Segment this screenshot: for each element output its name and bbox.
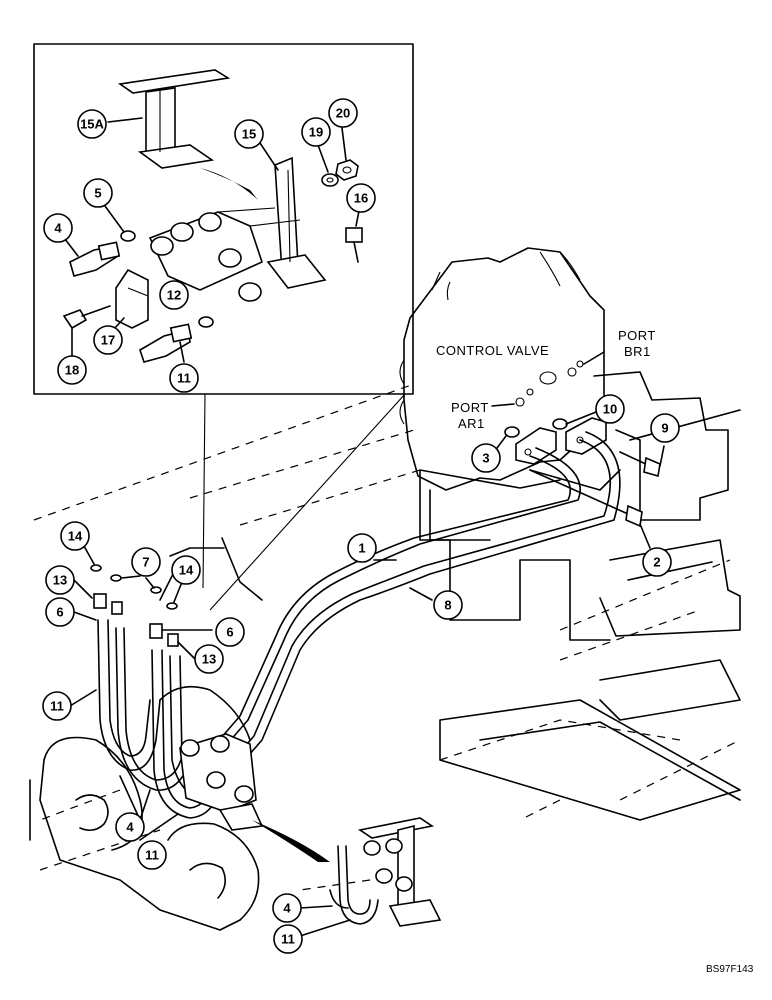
callout-4-inset: 4	[43, 213, 73, 243]
bolt-16-icon	[345, 205, 363, 263]
svg-text:6: 6	[56, 605, 63, 620]
svg-text:4: 4	[283, 901, 291, 916]
svg-text:16: 16	[354, 191, 368, 206]
bracket-15a	[107, 69, 231, 169]
svg-text:11: 11	[177, 371, 191, 386]
svg-text:9: 9	[661, 421, 668, 436]
svg-text:11: 11	[281, 932, 295, 947]
callout-8: 8	[433, 590, 463, 620]
callout-13-left: 13	[45, 565, 75, 595]
callout-11-left: 11	[42, 691, 72, 721]
svg-text:14: 14	[179, 563, 194, 578]
svg-text:18: 18	[65, 363, 79, 378]
nut-20-icon	[335, 127, 359, 181]
callout-17-inset: 17	[93, 325, 123, 355]
bolt-2-icon	[529, 469, 651, 549]
callout-15a: 15A	[77, 109, 107, 139]
callout-11-lower: 11	[137, 840, 167, 870]
svg-text:8: 8	[444, 598, 451, 613]
svg-text:19: 19	[309, 125, 323, 140]
port-br1-label-line1: PORT	[618, 328, 656, 343]
oring-12-icon	[198, 316, 214, 328]
tube-8	[227, 431, 621, 771]
inset-leader-left	[202, 393, 206, 589]
fitting-4-inset	[57, 229, 121, 277]
callout-7: 7	[131, 547, 161, 577]
callout-16-inset: 16	[346, 183, 376, 213]
svg-text:1: 1	[358, 541, 365, 556]
svg-text:4: 4	[54, 221, 62, 236]
svg-text:4: 4	[126, 820, 134, 835]
control-valve-label: CONTROL VALVE	[436, 343, 549, 358]
svg-text:11: 11	[145, 848, 159, 863]
svg-text:12: 12	[167, 288, 181, 303]
oring-10-icon	[552, 418, 568, 430]
svg-text:15A: 15A	[80, 117, 104, 132]
callout-5-inset: 5	[83, 178, 113, 208]
callout-6-left: 6	[45, 597, 75, 627]
drawing-code: BS97F143	[706, 964, 754, 975]
svg-text:5: 5	[94, 186, 101, 201]
arrow-15a-icon	[200, 168, 258, 200]
callout-18-inset: 18	[57, 355, 87, 385]
callout-9: 9	[650, 413, 680, 443]
machine-frame	[29, 247, 741, 931]
callout-11-inset: 11	[169, 363, 199, 393]
arrow-detail-icon	[252, 820, 330, 862]
svg-text:11: 11	[50, 699, 64, 714]
svg-text:20: 20	[336, 106, 350, 121]
callout-1: 1	[347, 533, 377, 563]
svg-text:14: 14	[68, 529, 83, 544]
callout-4-detail: 4	[272, 893, 302, 923]
port-ar1-label-line1: PORT	[451, 400, 489, 415]
port-br1-label-line2: BR1	[624, 344, 651, 359]
svg-text:15: 15	[242, 127, 256, 142]
svg-text:6: 6	[226, 625, 233, 640]
port-flange-ar1	[515, 427, 557, 465]
callout-2: 2	[642, 547, 672, 577]
leader-8	[409, 587, 433, 601]
bracket-15	[257, 139, 327, 289]
inset-leader-right	[209, 393, 406, 611]
lower-detail	[299, 817, 442, 937]
washer-19-icon	[317, 144, 339, 187]
bolt-18-icon	[62, 305, 111, 357]
svg-text:13: 13	[202, 652, 216, 667]
tube-1	[213, 447, 581, 751]
oring-5-icon	[120, 230, 136, 242]
oring-3-icon	[504, 426, 520, 438]
callout-15-inset: 15	[234, 119, 264, 149]
manifold-block	[148, 207, 301, 302]
svg-text:2: 2	[653, 555, 660, 570]
bolt-9-icon	[619, 445, 665, 478]
svg-text:13: 13	[53, 573, 67, 588]
callout-11-detail: 11	[273, 924, 303, 954]
callout-20-inset: 20	[328, 98, 358, 128]
callout-4-lower: 4	[115, 812, 145, 842]
port-flange-br1	[565, 417, 607, 455]
svg-text:7: 7	[142, 555, 149, 570]
port-ar1-label-line2: AR1	[458, 416, 485, 431]
callout-6-right: 6	[215, 617, 245, 647]
svg-text:17: 17	[101, 333, 115, 348]
fitting-11-inset	[139, 323, 193, 363]
callout-3: 3	[471, 443, 501, 473]
callout-12-inset: 12	[159, 280, 189, 310]
callout-14-right: 14	[171, 555, 201, 585]
svg-text:10: 10	[603, 402, 617, 417]
callout-13-right: 13	[194, 644, 224, 674]
hoses-left	[69, 545, 264, 841]
callout-19-inset: 19	[301, 117, 331, 147]
callout-10: 10	[595, 394, 625, 424]
callout-14-left: 14	[60, 521, 90, 551]
inset-detail	[33, 43, 414, 611]
svg-text:3: 3	[482, 451, 489, 466]
